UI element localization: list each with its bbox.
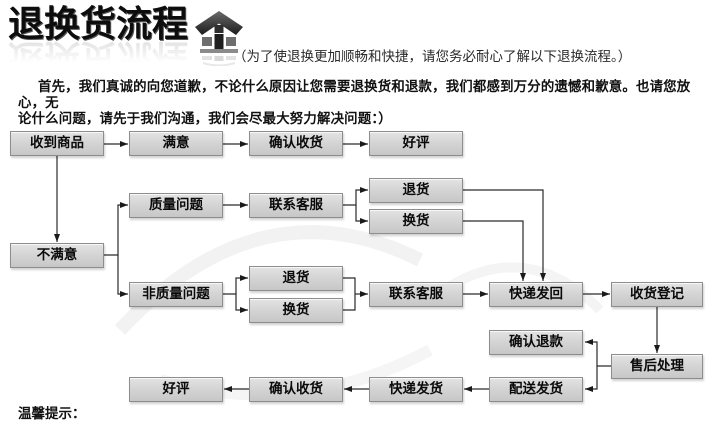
intro-line-2: 论什么问题，请先于我们沟通，我们会尽最大努力解决问题：） [18,112,392,127]
flow-node-express-shipping: 快递发货 [369,377,463,402]
house-icon [195,11,243,66]
flow-node-confirm-receipt-top: 确认收货 [249,131,343,156]
page-title-block: 退换货流程 退换货流程 [8,4,198,78]
flow-node-return-goods-quality: 退货 [369,178,463,203]
flow-node-unsatisfied: 不满意 [10,243,104,268]
flow-node-express-send-back: 快递发回 [489,282,583,307]
flow-node-confirm-refund: 确认退款 [489,330,583,355]
flow-node-positive-review-bottom: 好评 [129,377,223,402]
flow-node-contact-service-quality: 联系客服 [249,193,343,218]
warm-tip-label: 温馨提示： [18,406,86,422]
flow-node-contact-service-nonquality: 联系客服 [369,282,463,307]
flow-node-received-goods: 收到商品 [10,131,104,156]
intro-line-1: 首先，我们真诚的向您道歉，不论什么原因让您需要退换货和退款，我们都感到万分的遗憾… [18,80,691,111]
flow-node-satisfied: 满意 [129,131,223,156]
flow-node-exchange-goods-quality: 换货 [369,209,463,234]
flow-node-non-quality-issue: 非质量问题 [129,282,223,307]
flow-node-after-sales-processing: 售后处理 [611,354,703,379]
flow-node-exchange-goods-nonquality: 换货 [249,298,343,323]
flow-node-quality-issue: 质量问题 [129,193,223,218]
page-title: 退换货流程 [8,4,189,45]
flow-node-positive-review-top: 好评 [369,131,463,156]
intro-paragraph: 首先，我们真诚的向您道歉，不论什么原因让您需要退换货和退款，我们都感到万分的遗憾… [18,80,702,128]
flow-node-return-goods-nonquality: 退货 [249,266,343,291]
flow-node-confirm-receipt-bottom: 确认收货 [249,377,343,402]
page-subtitle: （为了使退换更加顺畅和快捷，请您务必耐心了解以下退换流程。） [233,49,632,65]
flow-node-dispatch-shipping: 配送发货 [489,377,583,402]
flow-node-receipt-registration: 收货登记 [611,282,703,307]
